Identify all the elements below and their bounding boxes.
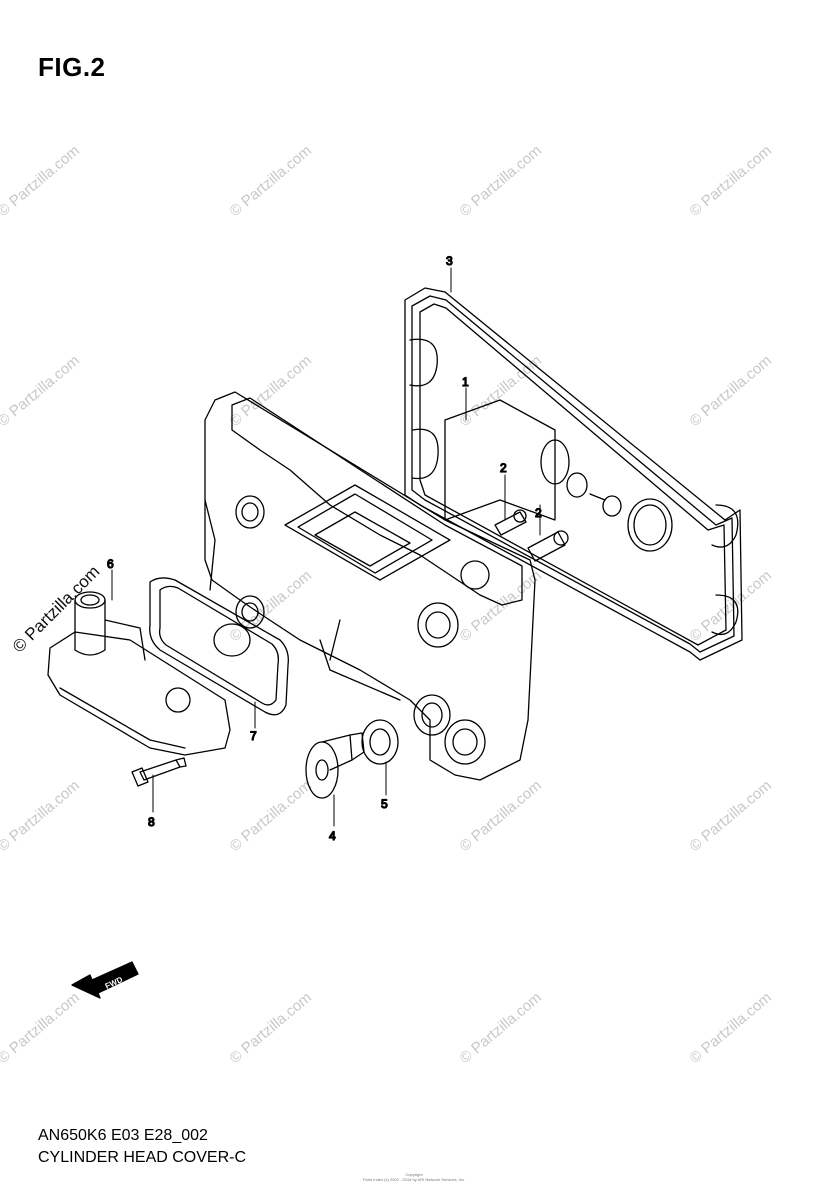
callout-7: 7 — [250, 729, 257, 743]
fwd-arrow-icon: FWD — [71, 961, 139, 999]
copyright-line-2: Parts Index (c) 2002 - 2016 by ARI Netwo… — [362, 1177, 466, 1182]
bolt-part-4[interactable] — [305, 732, 365, 799]
callout-1: 1 — [462, 375, 469, 389]
gasket-part-7[interactable] — [149, 577, 289, 716]
plate-part-1[interactable] — [444, 399, 556, 521]
cylinder-head-cover[interactable] — [204, 391, 536, 781]
diagram-code: AN650K6 E03 E28_002 — [38, 1127, 208, 1144]
plug-hole-seals — [540, 439, 673, 552]
callout-2: 2 — [500, 461, 507, 475]
figure-label: FIG.2 — [38, 52, 106, 82]
dowel-pins-part-2[interactable] — [494, 509, 569, 562]
callout-5: 5 — [381, 797, 388, 811]
breather-cover-part-6[interactable] — [47, 591, 231, 756]
diagram-caption: CYLINDER HEAD COVER-C — [38, 1149, 247, 1166]
callout-4: 4 — [329, 829, 336, 843]
leader-lines — [111, 267, 541, 827]
callout-3: 3 — [446, 254, 453, 268]
callout-2: 2 — [535, 506, 542, 520]
washer-part-5[interactable] — [361, 719, 399, 765]
bolt-part-8[interactable] — [131, 757, 187, 787]
copyright-line-1: Copyright — [405, 1172, 423, 1177]
callout-6: 6 — [107, 557, 114, 571]
copyright-notice: Copyright Parts Index (c) 2002 - 2016 by… — [0, 1172, 828, 1182]
callout-8: 8 — [148, 815, 155, 829]
